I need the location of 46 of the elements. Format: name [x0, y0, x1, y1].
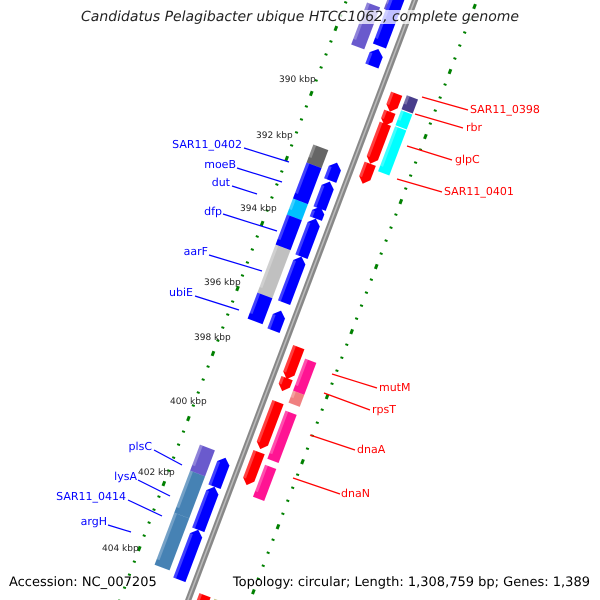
leader-line: [396, 178, 442, 193]
scale-label: 398 kbp: [194, 334, 231, 343]
gene-label: rpsT: [372, 404, 396, 415]
gene-label: SAR11_0402: [172, 139, 242, 150]
scale-label: 402 kbp: [138, 469, 175, 478]
leader-line: [292, 477, 340, 495]
leader-line: [244, 147, 290, 163]
leader-line: [154, 449, 182, 466]
scale-label: 392 kbp: [256, 132, 293, 141]
scale-label: 400 kbp: [170, 398, 207, 407]
leader-line: [232, 185, 258, 195]
leader-line: [422, 96, 468, 111]
genome-info-text: Topology: circular; Length: 1,308,759 bp; Genes: 1,389: [232, 576, 590, 589]
scale-label: 396 kbp: [204, 279, 241, 288]
gene-label: lysA: [114, 471, 137, 482]
gene-label: glpC: [455, 154, 480, 165]
leader-line: [236, 167, 282, 183]
leader-line: [324, 392, 370, 411]
leader-line: [208, 254, 262, 272]
leader-line: [414, 113, 464, 129]
leader-line: [310, 434, 356, 451]
gene-label: SAR11_0414: [56, 491, 126, 502]
leader-line: [406, 145, 452, 161]
leader-line: [332, 373, 378, 389]
accession-text: Accession: NC_007205: [9, 576, 157, 589]
scale-label: 404 kbp: [102, 545, 139, 554]
gene-label: dut: [212, 177, 230, 188]
leader-line: [128, 499, 162, 517]
gene-label: dnaN: [341, 488, 370, 499]
gene-label: moeB: [204, 159, 236, 170]
leader-line: [108, 524, 132, 533]
scale-label: 390 kbp: [279, 76, 316, 85]
gene-label: aarF: [184, 246, 208, 257]
leader-line: [194, 295, 240, 311]
gene-label: SAR11_0398: [470, 104, 540, 115]
gene-label: dfp: [204, 206, 222, 217]
gene-label: plsC: [128, 441, 152, 452]
gene-label: SAR11_0401: [444, 186, 514, 197]
gene-label: argH: [80, 516, 107, 527]
gene-label: ubiE: [169, 287, 193, 298]
gene-label: mutM: [379, 382, 410, 393]
gene-label: dnaA: [357, 444, 386, 455]
gene-label: rbr: [466, 122, 482, 133]
scale-label: 394 kbp: [240, 205, 277, 214]
leader-line: [222, 213, 278, 232]
leader-line: [138, 479, 170, 497]
